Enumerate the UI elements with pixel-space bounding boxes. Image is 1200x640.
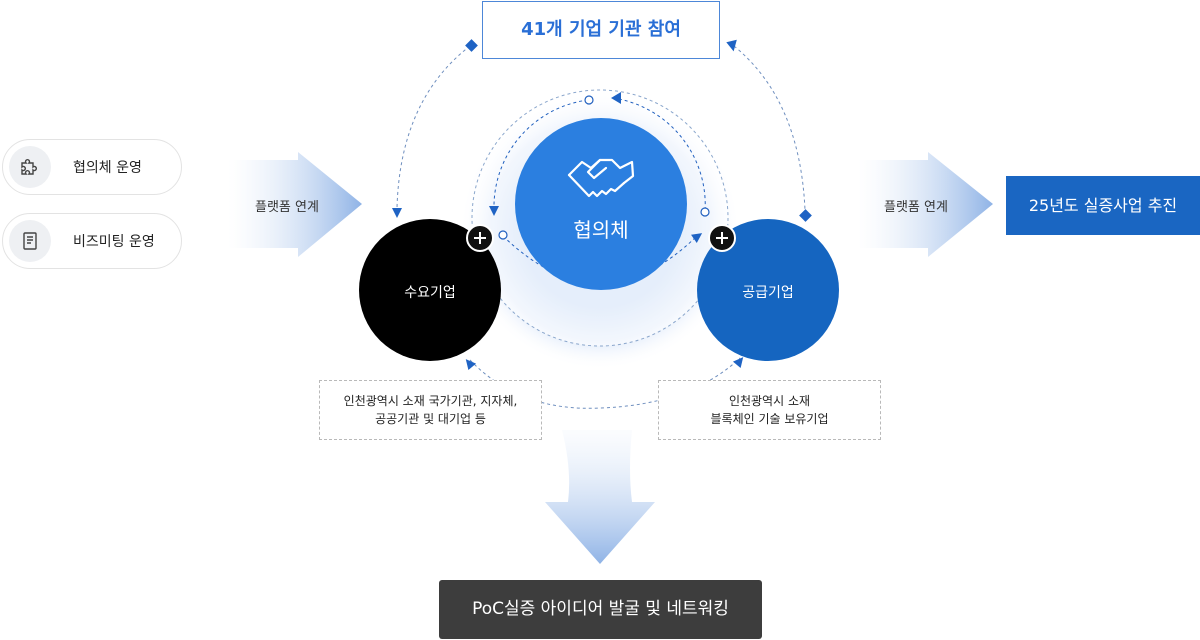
connector-top-left <box>396 45 471 209</box>
inner-cycle-arc-right <box>612 97 706 213</box>
cycle-arrowhead-right <box>691 233 703 243</box>
connector-top-right-arrowhead <box>726 39 737 52</box>
demand-plus-badge <box>466 224 494 252</box>
flow-right-label: 플랫폼 연계 <box>884 200 948 215</box>
participants-box: 41개 기업 기관 참여 <box>482 1 720 59</box>
supply-label: 공급기업 <box>742 285 794 301</box>
supply-note-line: 블록체인 기술 보유기업 <box>710 412 829 426</box>
handshake-icon <box>567 158 635 198</box>
connector-top-right-diamond <box>799 209 812 222</box>
document-scroll-icon <box>9 220 51 262</box>
demand-circle <box>359 219 501 361</box>
cycle-arrowhead-left <box>489 206 499 216</box>
flow-left-label: 플랫폼 연계 <box>255 200 319 215</box>
pill-bizmeeting-ops: 비즈미팅 운영 <box>2 213 182 269</box>
demand-note-line: 공공기관 및 대기업 등 <box>375 412 486 426</box>
supply-note: 인천광역시 소재 블록체인 기술 보유기업 <box>658 380 881 440</box>
cycle-node-right <box>700 207 710 217</box>
supply-plus-badge <box>708 224 736 252</box>
inner-cycle-arc-left <box>493 99 589 211</box>
poc-outcome-box: PoC실증 아이디어 발굴 및 네트워킹 <box>439 580 762 639</box>
center-circle <box>515 118 687 290</box>
cycle-node-left <box>498 230 508 240</box>
connector-top-left-diamond <box>465 39 478 52</box>
connector-top-right <box>733 45 806 211</box>
pill-consultative-ops: 협의체 운영 <box>2 139 182 195</box>
center-label: 협의체 <box>573 218 629 242</box>
flow-arrow-down <box>545 430 655 564</box>
flow-arrow-left <box>228 152 362 257</box>
cycle-arrowhead-top <box>611 92 621 104</box>
puzzle-icon <box>9 146 51 188</box>
demand-note-line: 인천광역시 소재 국가기관, 지자체, <box>343 394 518 408</box>
supply-circle <box>697 219 839 361</box>
pill-label: 비즈미팅 운영 <box>73 234 155 250</box>
supply-note-line: 인천광역시 소재 <box>728 394 811 408</box>
demand-label: 수요기업 <box>404 285 456 301</box>
flow-arrow-right <box>858 152 993 257</box>
pill-label: 협의체 운영 <box>73 160 142 176</box>
connector-top-left-arrowhead <box>392 208 402 218</box>
connector-bottom-arrowhead-right <box>732 357 744 369</box>
demand-note: 인천광역시 소재 국가기관, 지자체, 공공기관 및 대기업 등 <box>319 380 542 440</box>
pilot-project-box: 25년도 실증사업 추진 <box>1006 176 1200 235</box>
connector-bottom-arrowhead-left <box>465 359 477 371</box>
cycle-node-top <box>584 95 594 105</box>
